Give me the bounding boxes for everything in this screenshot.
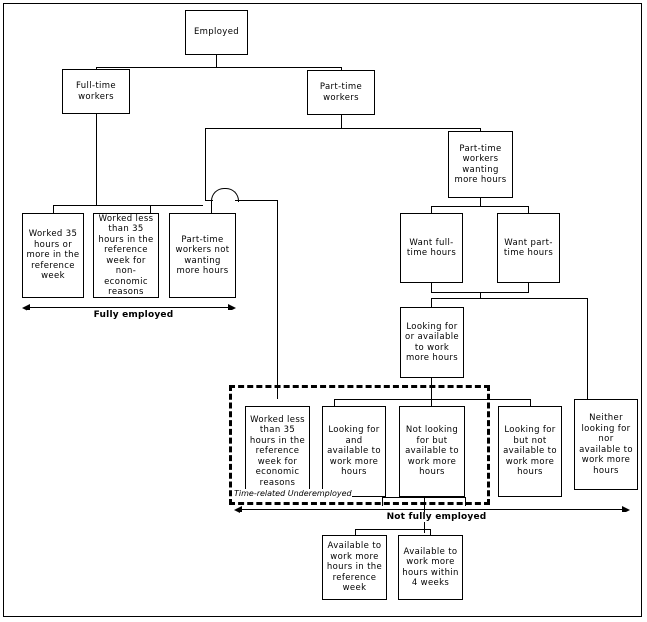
- connector-bottom-bus: [355, 529, 430, 530]
- connector-pt-notwanting-down: [211, 200, 212, 214]
- node-employed[interactable]: Employed: [185, 10, 248, 55]
- connector-fulltime-bus: [53, 205, 203, 206]
- connector-hop-right-seg: [235, 200, 277, 201]
- connector-to-parttime: [341, 67, 342, 71]
- connector-want-pt-down: [528, 283, 529, 292]
- connector-to-workedless-non: [150, 205, 151, 214]
- node-full-time-workers-label: Full-time workers: [76, 81, 116, 102]
- connector-parttime-bus: [205, 128, 481, 129]
- node-worked-less-noneconomic-label: Worked less than 35 hours in the referen…: [98, 213, 154, 298]
- node-worked-less-economic[interactable]: Worked less than 35 hours in the referen…: [245, 406, 310, 497]
- node-full-time-workers[interactable]: Full-time workers: [62, 69, 130, 114]
- time-related-underemployed-label: Time-related Underemployed: [234, 489, 352, 498]
- connector-parttime-down: [341, 115, 342, 128]
- node-part-time-workers[interactable]: Part-time workers: [307, 70, 375, 115]
- node-not-looking-but-available[interactable]: Not looking for but available to work mo…: [399, 406, 465, 497]
- node-looking-and-available[interactable]: Looking for and available to work more h…: [322, 406, 386, 497]
- node-want-full-time-hours[interactable]: Want full-time hours: [400, 213, 463, 283]
- node-looking-or-available-label: Looking for or available to work more ho…: [405, 321, 459, 364]
- node-available-within-4-weeks-label: Available to work more hours within 4 we…: [402, 546, 459, 589]
- node-pt-wanting-more[interactable]: Part-time workers wanting more hours: [448, 131, 513, 198]
- connector-to-want-parttime: [528, 206, 529, 213]
- node-looking-but-not-available[interactable]: Looking for but not available to work mo…: [498, 406, 562, 497]
- node-looking-or-available[interactable]: Looking for or available to work more ho…: [400, 307, 464, 378]
- fully-employed-label: Fully employed: [27, 310, 240, 320]
- time-related-underemployed-group: [229, 385, 490, 505]
- node-want-full-time-hours-label: Want full-time hours: [406, 237, 457, 259]
- connector-avail-merge-left-up: [382, 497, 383, 506]
- connector-fulltime-down: [96, 114, 97, 205]
- connector-want-ft-down: [431, 283, 432, 292]
- node-worked-35-or-more[interactable]: Worked 35 hours or more in the reference…: [22, 213, 84, 298]
- node-want-part-time-hours-label: Want part-time hours: [503, 237, 554, 259]
- connector-avail-merge-right-up: [465, 497, 466, 506]
- node-want-part-time-hours[interactable]: Want part-time hours: [497, 213, 560, 283]
- connector-employed-down: [216, 55, 217, 67]
- node-neither-looking-nor-available[interactable]: Neither looking for nor available to wor…: [574, 399, 638, 490]
- connector-to-neither: [587, 298, 588, 399]
- connector-to-want-fulltime: [431, 206, 432, 213]
- connector-lookavail-bus: [334, 399, 530, 400]
- connector-to-avail-refweek: [355, 529, 356, 535]
- node-not-looking-but-available-label: Not looking for but available to work mo…: [405, 425, 459, 478]
- not-fully-employed-arrow-left-head: [234, 506, 242, 514]
- connector-right-branch-down: [277, 200, 278, 399]
- connector-split-bus-298: [431, 298, 588, 299]
- connector-to-looking-not-available: [530, 399, 531, 406]
- diagram-border: [3, 3, 642, 617]
- node-part-time-workers-label: Part-time workers: [319, 82, 363, 103]
- node-neither-looking-nor-available-label: Neither looking for nor available to wor…: [579, 413, 633, 476]
- connector-top-bus: [96, 67, 341, 68]
- fully-employed-arrow-line: [27, 307, 232, 308]
- connector-ptwanting-bus: [431, 206, 529, 207]
- node-pt-not-wanting-more-label: Part-time workers not wanting more hours: [175, 234, 230, 277]
- connector-to-avail-4weeks: [430, 529, 431, 535]
- connector-to-fulltime: [96, 67, 97, 69]
- connector-hop-left-seg: [205, 200, 213, 201]
- node-available-reference-week[interactable]: Available to work more hours in the refe…: [322, 535, 387, 600]
- connector-want-merge-down: [480, 292, 481, 298]
- fully-employed-arrow-left-head: [22, 304, 30, 312]
- node-pt-wanting-more-label: Part-time workers wanting more hours: [454, 143, 507, 186]
- node-employed-label: Employed: [193, 27, 240, 38]
- node-looking-and-available-label: Looking for and available to work more h…: [327, 425, 381, 478]
- fully-employed-arrow-right-head: [228, 304, 236, 312]
- not-fully-employed-arrow-line: [240, 509, 625, 510]
- connector-to-worked35: [53, 205, 54, 214]
- node-pt-not-wanting-more[interactable]: Part-time workers not wanting more hours: [169, 213, 236, 298]
- connector-ptwanting-down: [480, 198, 481, 206]
- connector-to-looking-available: [431, 298, 432, 307]
- node-worked-less-economic-label: Worked less than 35 hours in the referen…: [249, 414, 306, 488]
- not-fully-employed-label: Not fully employed: [240, 512, 633, 522]
- connector-to-notlooking-available: [431, 399, 432, 406]
- node-available-within-4-weeks[interactable]: Available to work more hours within 4 we…: [398, 535, 463, 600]
- node-available-reference-week-label: Available to work more hours in the refe…: [326, 541, 383, 594]
- connector-lookavail-down: [431, 378, 432, 399]
- node-worked-less-noneconomic[interactable]: Worked less than 35 hours in the referen…: [93, 213, 159, 298]
- connector-to-looking-and-available: [334, 399, 335, 406]
- connector-to-pt-wanting: [480, 128, 481, 131]
- not-fully-employed-arrow-right-head: [622, 506, 630, 514]
- node-worked-35-or-more-label: Worked 35 hours or more in the reference…: [26, 229, 80, 282]
- connector-parttime-left-leg: [205, 128, 206, 200]
- node-looking-but-not-available-label: Looking for but not available to work mo…: [503, 425, 557, 478]
